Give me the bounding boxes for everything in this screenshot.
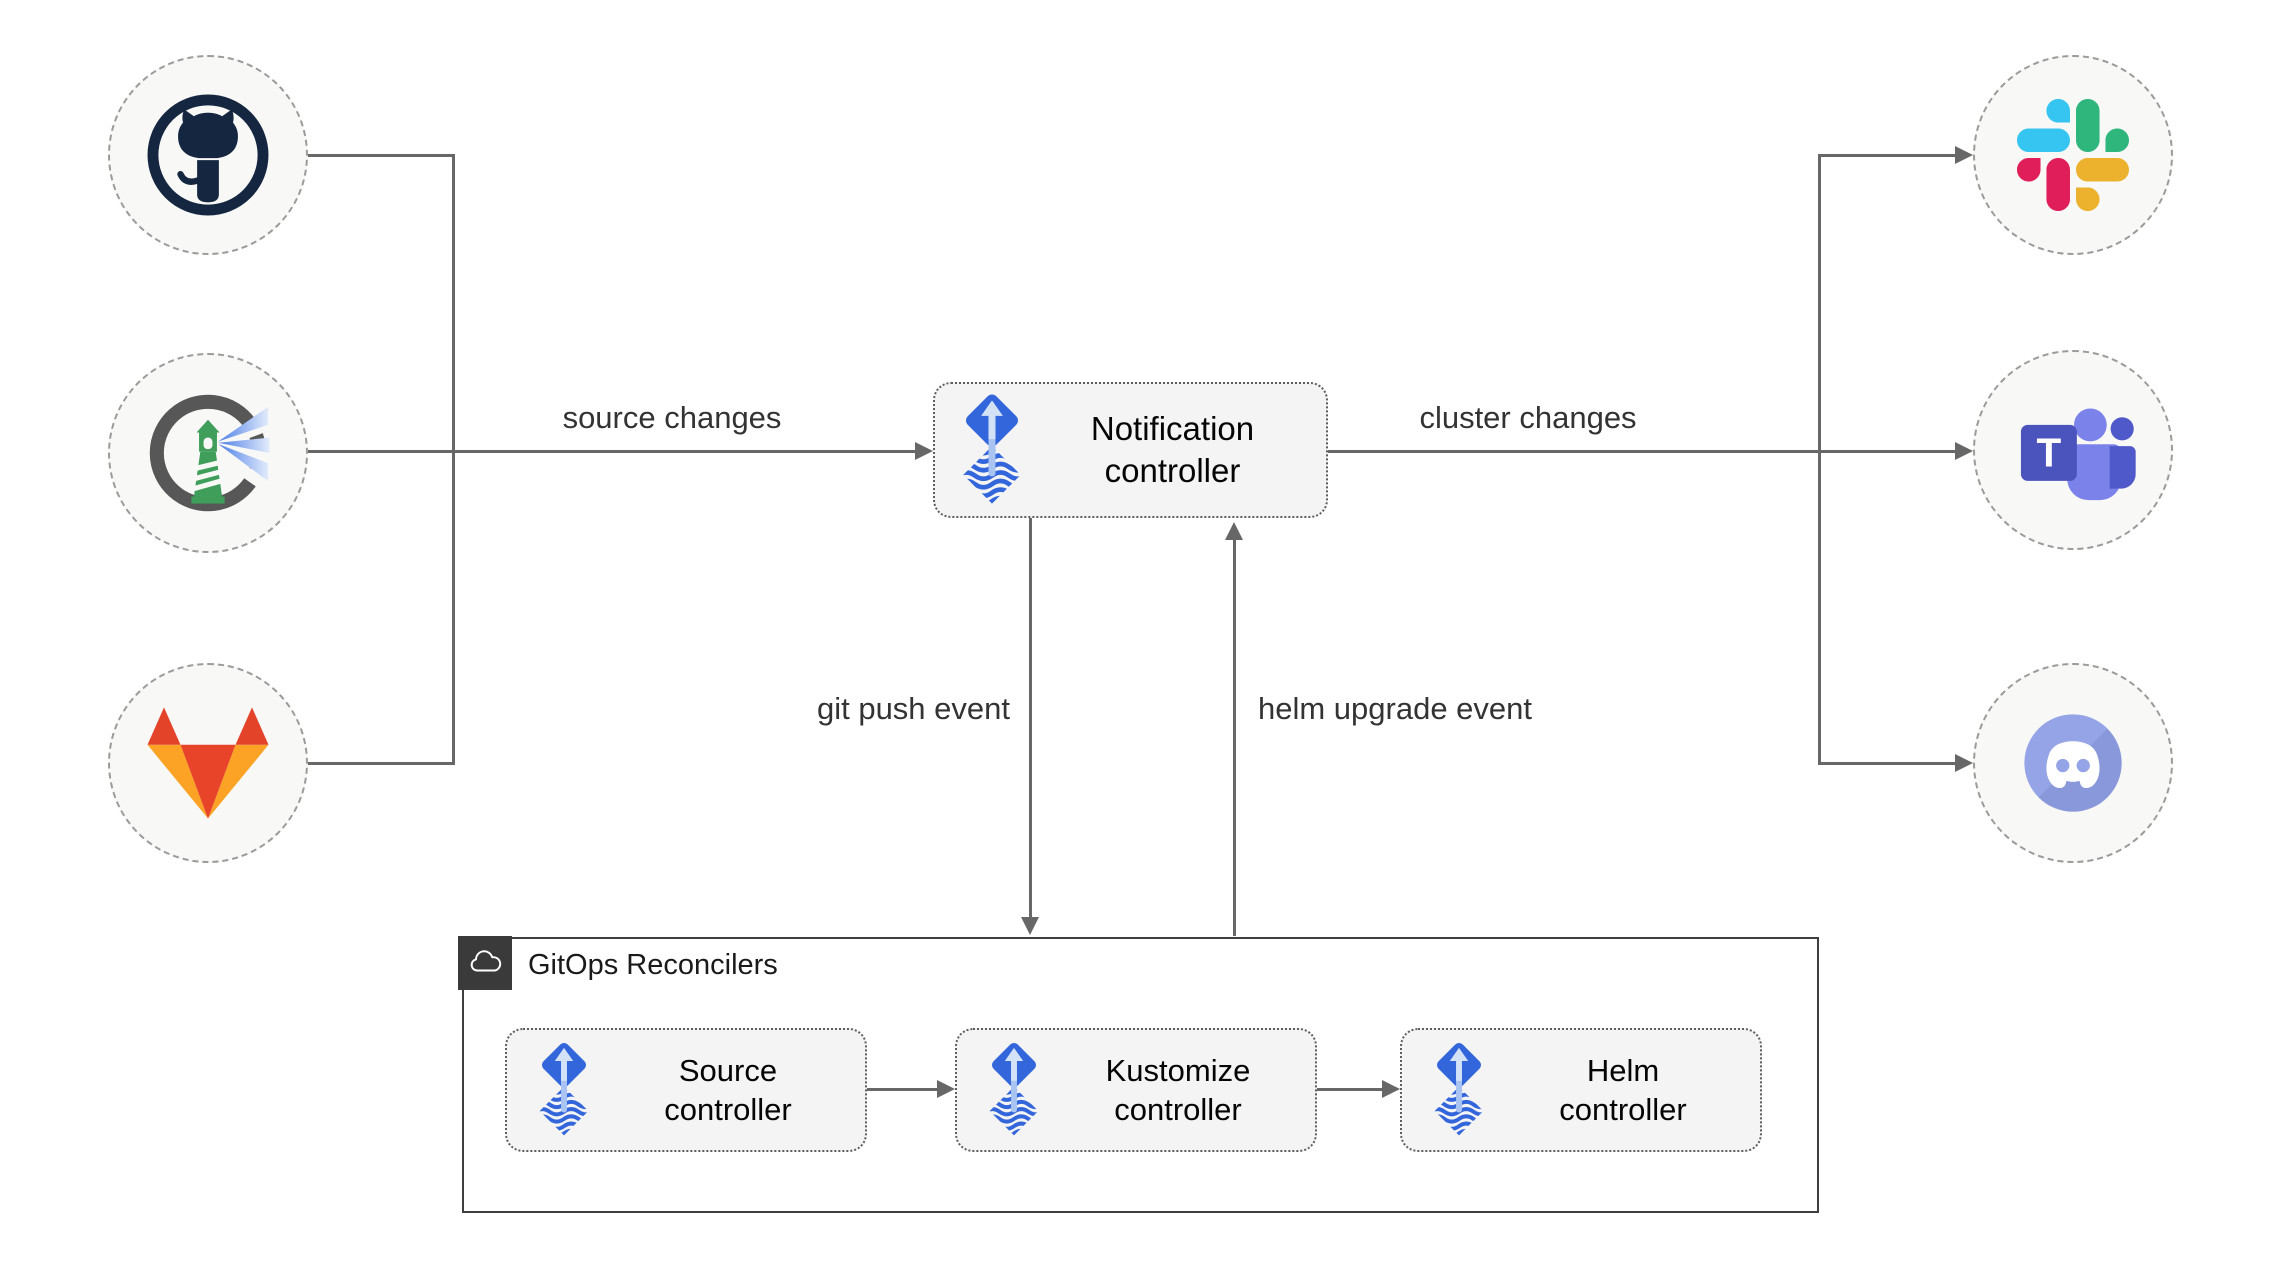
flux-icon (953, 391, 1031, 509)
edge-trunk-to-discord (1820, 762, 1957, 765)
edge-label-source-changes: source changes (562, 400, 782, 435)
arrowhead-into-teams (1955, 442, 1973, 460)
target-node-discord (1973, 663, 2173, 863)
edge-notification-to-teams (1328, 450, 1957, 453)
target-node-slack (1973, 55, 2173, 255)
edge-label-git-push-event: git push event (816, 691, 1010, 726)
flux-icon (531, 1040, 597, 1140)
gitlab-icon (142, 703, 274, 824)
edge-github-to-trunk (308, 154, 454, 157)
source-controller-box: Source controller (505, 1028, 867, 1152)
edge-source-to-kustomize (867, 1088, 937, 1091)
edge-gitlab-to-trunk (308, 762, 454, 765)
slack-icon (2017, 99, 2129, 211)
arrowhead-into-helm (1382, 1080, 1400, 1098)
kustomize-controller-box: Kustomize controller (955, 1028, 1317, 1152)
flux-icon (1426, 1040, 1492, 1140)
microsoft-teams-icon (2009, 396, 2137, 504)
edge-kustomize-to-helm (1317, 1088, 1382, 1091)
edge-left-trunk (452, 154, 455, 765)
arrowhead-into-notification (915, 442, 933, 460)
flux-icon (981, 1040, 1047, 1140)
helm-controller-label: Helm controller (1559, 1052, 1687, 1127)
harbor-lighthouse-icon (144, 389, 272, 517)
notification-controller-label: Notification controller (1090, 410, 1255, 489)
edge-label-helm-upgrade-event: helm upgrade event (1258, 691, 1533, 726)
arrowhead-into-notification-bottom (1225, 522, 1243, 540)
source-node-harbor (108, 353, 308, 553)
source-node-gitlab (108, 663, 308, 863)
source-node-github (108, 55, 308, 255)
arrowhead-into-slack (1955, 146, 1973, 164)
edge-label-cluster-changes: cluster changes (1419, 400, 1637, 435)
arrowhead-into-kustomize (937, 1080, 955, 1098)
edge-sources-to-notification (308, 450, 917, 453)
github-icon (144, 91, 272, 219)
container-header-square (458, 936, 512, 990)
container-title: GitOps Reconcilers (528, 949, 778, 981)
helm-controller-box: Helm controller (1400, 1028, 1762, 1152)
target-node-teams (1973, 350, 2173, 550)
kustomize-controller-label: Kustomize controller (1105, 1052, 1251, 1127)
source-controller-label: Source controller (664, 1052, 792, 1127)
arrowhead-into-discord (1955, 754, 1973, 772)
arrowhead-into-gitops (1021, 917, 1039, 935)
notification-controller-box: Notification controller (933, 382, 1328, 518)
edge-right-trunk (1818, 154, 1821, 765)
edge-helm-upgrade-event (1233, 540, 1236, 936)
cloud-icon (467, 948, 503, 978)
edge-git-push-event (1029, 518, 1032, 918)
edge-trunk-to-slack (1820, 154, 1957, 157)
discord-icon (2009, 699, 2137, 827)
gitops-reconcilers-container: GitOps Reconcilers (458, 936, 1819, 1213)
